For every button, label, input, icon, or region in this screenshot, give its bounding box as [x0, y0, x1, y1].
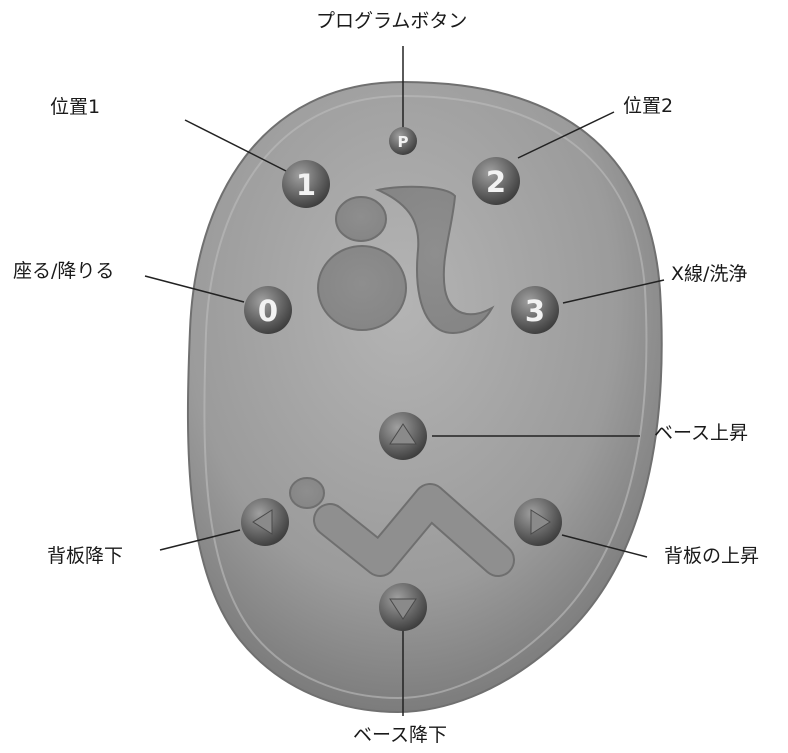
- xray-button[interactable]: 3: [511, 286, 559, 334]
- leader-back-up: [561, 534, 648, 558]
- back-up-button[interactable]: [514, 498, 562, 546]
- label-position2: 位置2: [623, 95, 674, 117]
- leader-xray: [562, 279, 665, 304]
- program-button-label: P: [398, 133, 409, 151]
- back-down-button[interactable]: [241, 498, 289, 546]
- wave-recess: [289, 477, 515, 577]
- label-base-up: ベース上昇: [654, 422, 749, 444]
- label-base-down: ベース降下: [353, 724, 448, 746]
- label-position1: 位置1: [50, 96, 101, 118]
- sit-button[interactable]: 0: [244, 286, 292, 334]
- leader-lines: [144, 46, 665, 716]
- triangle-right-icon: [530, 509, 551, 535]
- remote-body: [186, 80, 663, 714]
- program-button[interactable]: P: [389, 127, 417, 155]
- triangle-left-icon: [252, 509, 273, 535]
- leader-position1: [184, 119, 289, 173]
- position1-button[interactable]: 1: [282, 160, 330, 208]
- label-sit: 座る/降りる: [13, 260, 115, 282]
- triangle-down-icon: [389, 598, 417, 620]
- label-xray: X線/洗浄: [671, 263, 748, 285]
- position2-button-label: 2: [486, 165, 506, 199]
- logo-a: [317, 185, 495, 334]
- label-program: プログラムボタン: [316, 10, 468, 32]
- xray-button-label: 3: [525, 294, 545, 328]
- leader-position2: [517, 111, 615, 159]
- base-up-button[interactable]: [379, 412, 427, 460]
- label-back-down: 背板降下: [47, 545, 124, 567]
- label-back-up: 背板の上昇: [664, 545, 760, 567]
- sit-button-label: 0: [258, 294, 278, 328]
- position1-button-label: 1: [296, 168, 316, 202]
- triangle-up-icon: [389, 423, 417, 445]
- base-down-button[interactable]: [379, 583, 427, 631]
- leader-sit: [144, 275, 245, 303]
- remote-body-highlight: [203, 94, 648, 700]
- position2-button[interactable]: 2: [472, 157, 520, 205]
- leader-back-down: [159, 529, 241, 551]
